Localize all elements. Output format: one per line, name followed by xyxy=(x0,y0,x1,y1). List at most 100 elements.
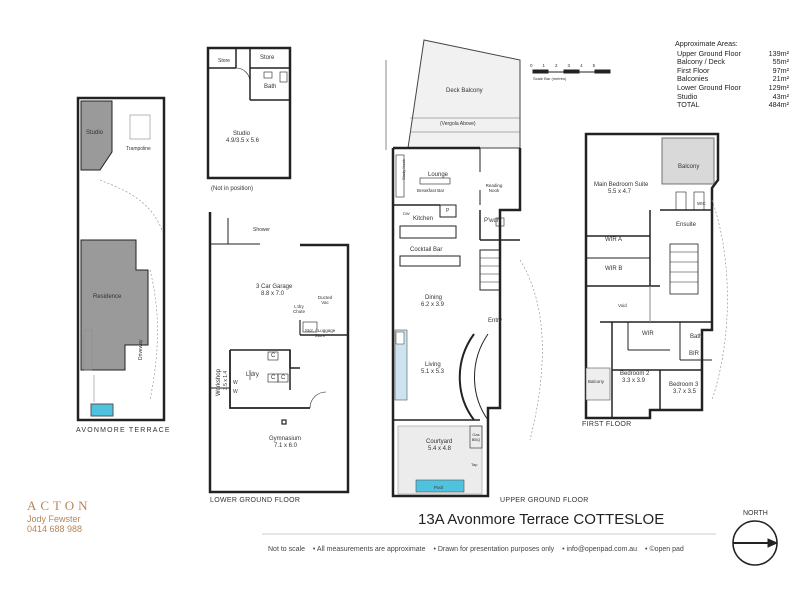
ff-bath: Bath xyxy=(690,334,703,340)
ug-pergola: (Vergola Above) xyxy=(440,121,476,127)
ug-gas-bbq: Gas BBQ xyxy=(471,432,481,442)
area-label: Lower Ground Floor xyxy=(677,82,741,92)
ff-bed3: Bedroom 3 xyxy=(669,382,699,388)
area-value: 139m² xyxy=(768,48,789,58)
areas-title: Approximate Areas: xyxy=(675,39,738,48)
ug-breakfast: Breakfast Bar xyxy=(417,188,445,193)
site-caption: AVONMORE TERRACE xyxy=(76,427,171,434)
ff-bir: BIR xyxy=(689,351,700,357)
site-driveway-label: Driveway xyxy=(138,339,144,360)
ff-wir: WIR xyxy=(642,331,654,337)
ff-balcony-2: Balcony xyxy=(588,379,605,384)
scale-tick: 2 xyxy=(555,63,568,68)
ug-courtyard: Courtyard xyxy=(426,439,453,445)
studio-store-b: Store xyxy=(260,55,275,61)
scale-tick: 1 xyxy=(542,63,556,68)
lg-cupboard: C xyxy=(271,375,276,381)
ff-wic: WIC xyxy=(697,201,706,206)
area-value: 21m² xyxy=(772,74,789,84)
footer-item: • info@openpad.com.au xyxy=(562,546,638,553)
scale-ticks: 012345 xyxy=(530,62,605,69)
area-label: Upper Ground Floor xyxy=(677,48,741,58)
ug-pool: Pool xyxy=(434,485,444,490)
scale-tick: 0 xyxy=(530,63,543,68)
site-studio-label: Studio xyxy=(86,130,104,136)
ug-pantry: P xyxy=(446,208,450,214)
lg-cupboard: C xyxy=(281,375,286,381)
lg-gym: Gymnasium xyxy=(269,436,302,442)
ff-void: Void xyxy=(618,303,627,308)
area-value: 129m² xyxy=(768,82,789,92)
agent-phone: 0414 688 988 xyxy=(27,524,83,534)
lg-store-luggage: Stor. / Luggage Store xyxy=(304,328,336,338)
ug-reading: Reading Nook xyxy=(485,183,503,193)
site-trampoline-label: Trampoline xyxy=(126,146,151,152)
upper-ground-plan xyxy=(385,39,543,498)
lower-ground-plan xyxy=(208,212,350,494)
area-label: TOTAL xyxy=(677,100,700,110)
lg-washer: W xyxy=(233,389,238,395)
site-trampoline xyxy=(129,114,151,140)
agent-name: Jody Fewster xyxy=(27,514,81,524)
lg-cupboard: C xyxy=(271,353,276,359)
areas-row: Balcony / Deck 55m² xyxy=(677,58,789,67)
site-plan xyxy=(76,96,166,422)
ff-bed3-dims: 3.7 x 3.5 xyxy=(673,389,697,395)
area-value: 484m² xyxy=(768,100,789,110)
area-label: Balcony / Deck xyxy=(677,57,725,67)
ug-powder: P'wdr xyxy=(484,218,499,224)
ff-main-bed: Main Bedroom Suite xyxy=(594,182,649,188)
areas-row: Upper Ground Floor 139m² xyxy=(677,48,789,59)
ug-caption: UPPER GROUND FLOOR xyxy=(500,497,589,504)
studio-plan xyxy=(206,46,292,180)
lg-ducted-vac: Ducted Vac xyxy=(317,295,333,305)
site-pool xyxy=(90,403,114,417)
footer-item: Not to scale xyxy=(268,546,305,553)
area-label: Balconies xyxy=(677,74,709,84)
studio-dims: 4.9/3.5 x 5.6 xyxy=(226,138,260,144)
footer-item: • All measurements are approximate xyxy=(312,546,426,553)
studio-note: (Not in position) xyxy=(211,186,254,192)
areas-row: First Floor 97m² xyxy=(677,65,789,76)
lg-workshop-dims: 3.5 x 1.4 xyxy=(223,370,229,390)
agency-brand: ACTON Jody Fewster 0414 688 988 xyxy=(27,498,92,534)
lg-ldry: L'dry xyxy=(246,372,259,378)
area-value: 97m² xyxy=(772,65,789,75)
agency-name: ACTON xyxy=(27,498,92,513)
footer-item: • Drawn for presentation purposes only xyxy=(433,546,555,553)
lg-garage-dims: 8.8 x 7.0 xyxy=(261,291,285,297)
ug-living: Living xyxy=(425,362,441,368)
site-residence-block xyxy=(80,239,149,371)
ff-ensuite: Ensuite xyxy=(676,222,697,228)
ff-bed2-dims: 3.3 x 3.9 xyxy=(622,378,646,384)
footer-disclaimer: Not to scale • All measurements are appr… xyxy=(268,546,690,553)
scale-tick: 4 xyxy=(580,63,593,68)
area-label: First Floor xyxy=(677,65,710,75)
site-boundary xyxy=(76,96,166,422)
lg-gym-dims: 7.1 x 6.0 xyxy=(274,443,298,449)
lg-washer: W xyxy=(233,380,238,386)
ug-tap: Tap xyxy=(471,462,478,467)
ug-dining: Dining xyxy=(425,295,443,301)
ug-courtyard-dims: 5.4 x 4.8 xyxy=(428,446,452,452)
areas-row: Balconies 21m² xyxy=(677,75,789,84)
ff-bed2: Bedroom 2 xyxy=(620,371,650,377)
ug-kitchen: Kitchen xyxy=(413,216,434,222)
areas-row: TOTAL 484m² xyxy=(677,101,789,110)
lg-caption: LOWER GROUND FLOOR xyxy=(210,497,301,504)
ff-balcony: Balcony xyxy=(678,164,700,170)
area-value: 55m² xyxy=(772,57,789,67)
scale-tick: 5 xyxy=(592,63,606,68)
north-label: NORTH xyxy=(743,510,768,517)
ug-dining-dims: 6.2 x 3.9 xyxy=(421,302,445,308)
lg-shower: Shower xyxy=(253,227,270,233)
ug-living-dims: 5.1 x 5.3 xyxy=(421,369,445,375)
property-address: 13A Avonmore Terrace COTTESLOE xyxy=(418,511,665,528)
studio-store-a: Store xyxy=(218,58,230,64)
lg-workshop: Workshop xyxy=(216,369,222,396)
first-floor-plan xyxy=(584,132,728,420)
site-studio-block xyxy=(80,100,113,171)
studio-bath: Bath xyxy=(264,84,277,90)
